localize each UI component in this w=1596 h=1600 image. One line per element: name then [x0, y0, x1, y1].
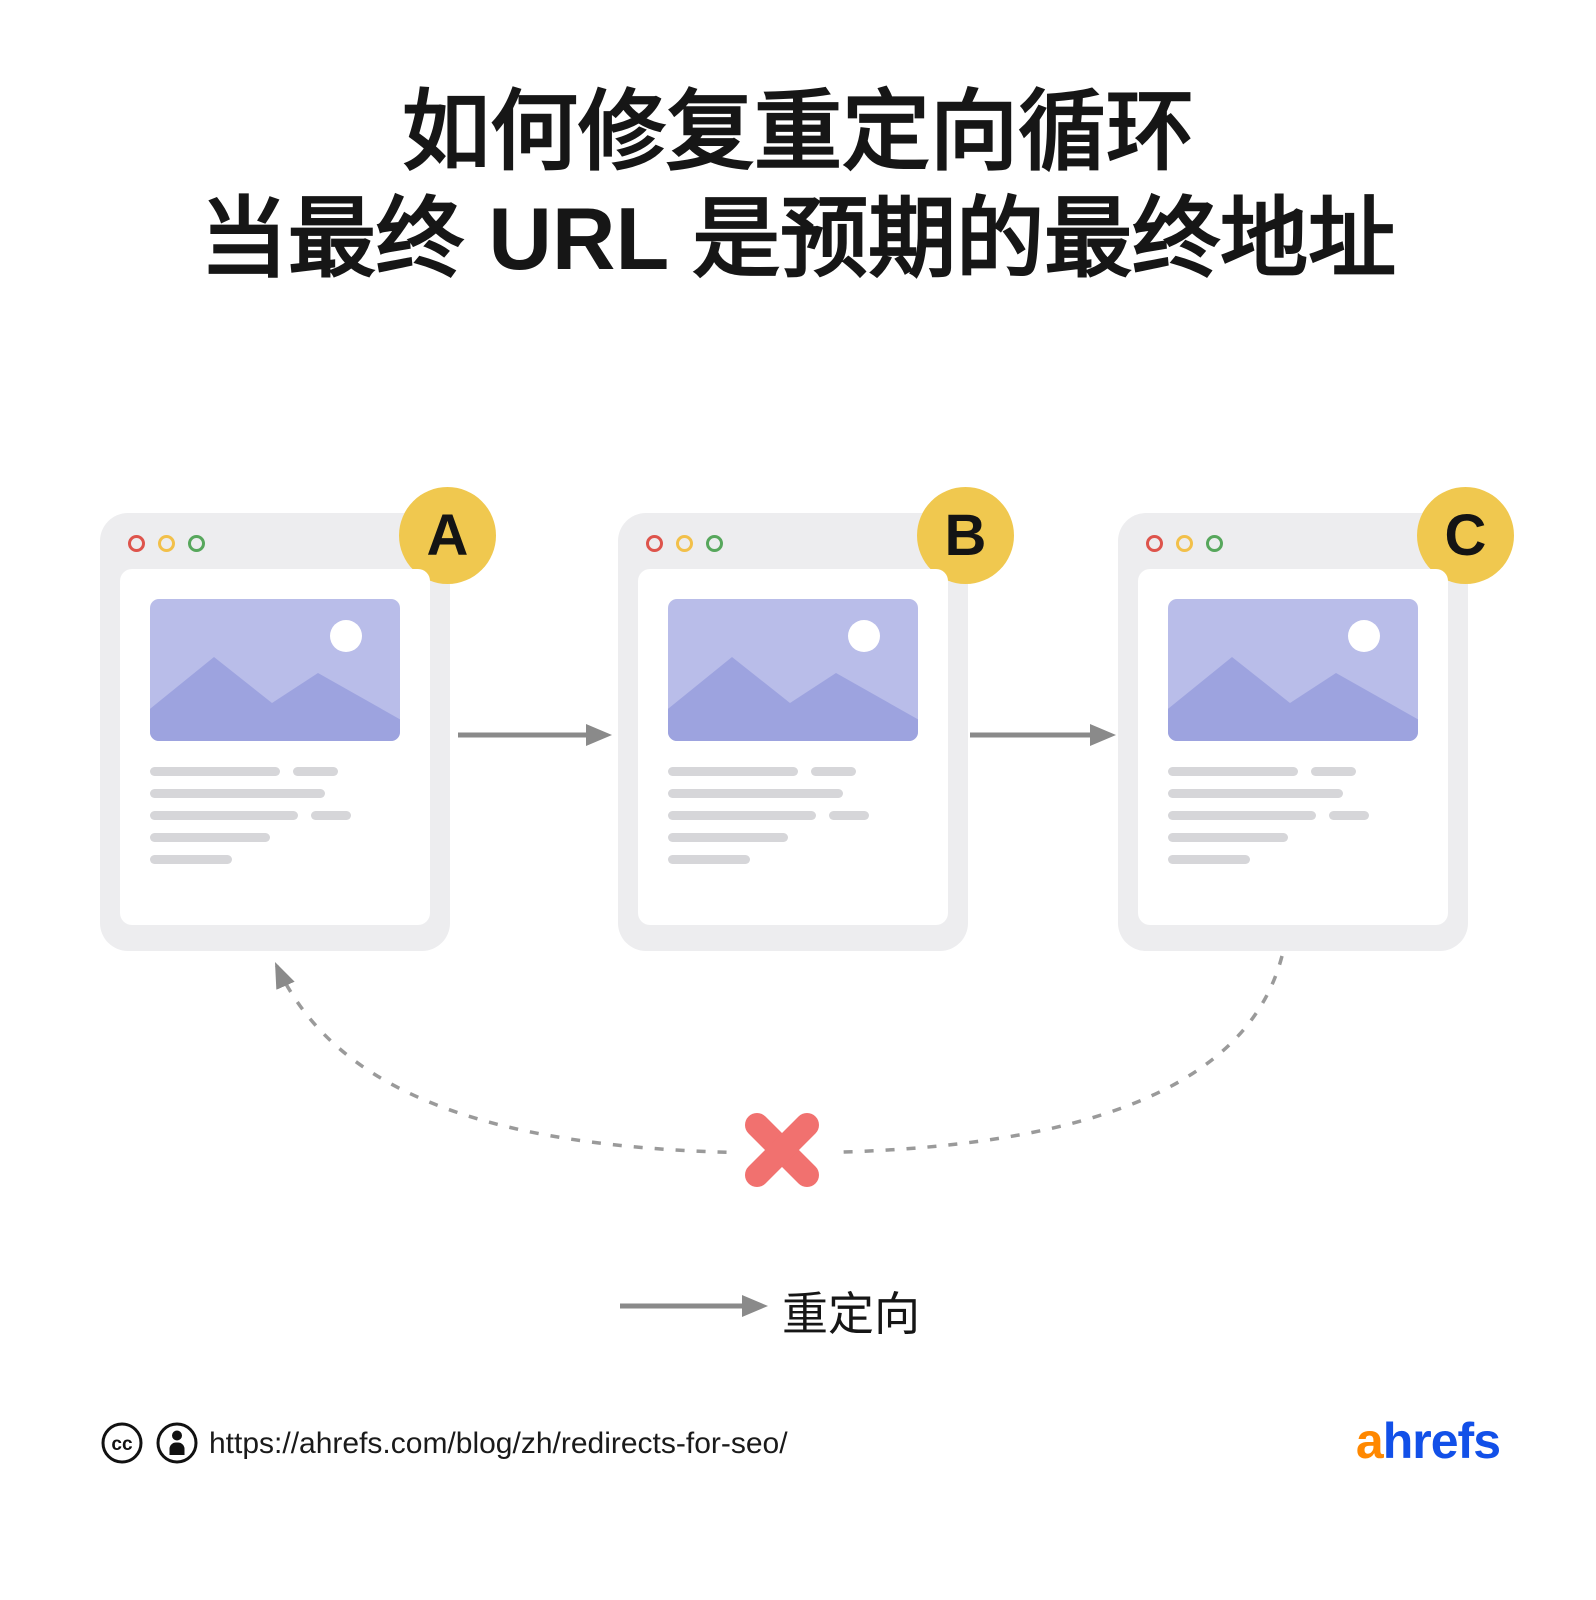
ahrefs-logo: ahrefs: [1355, 1412, 1501, 1470]
text-line-row: [150, 767, 400, 776]
browser-window-a: A: [100, 487, 496, 951]
maximize-dot-icon: [1206, 535, 1223, 552]
redirect-arrow-a-to-b: [458, 724, 612, 746]
image-placeholder-icon: [150, 599, 400, 741]
placeholder-text-lines: [150, 767, 400, 864]
image-placeholder-icon: [668, 599, 918, 741]
error-x-icon: [745, 1113, 819, 1187]
image-placeholder-icon: [1168, 599, 1418, 741]
minimize-dot-icon: [158, 535, 175, 552]
window-controls: [128, 535, 205, 552]
license-icons: cc: [100, 1421, 199, 1465]
text-line-row: [150, 811, 400, 820]
redirect-loop-arrow: [273, 955, 1284, 1205]
page-badge-a: A: [399, 487, 496, 584]
close-dot-icon: [646, 535, 663, 552]
ahrefs-logo-a: a: [1355, 1413, 1384, 1469]
text-line-row: [668, 855, 918, 864]
creative-commons-icon: cc: [101, 1422, 143, 1464]
page-title: 如何修复重定向循环 当最终 URL 是预期的最终地址: [0, 78, 1596, 293]
legend-arrow-icon: [620, 1295, 768, 1317]
page-badge-b: B: [917, 487, 1014, 584]
maximize-dot-icon: [188, 535, 205, 552]
text-line-row: [150, 833, 400, 842]
placeholder-text-lines: [668, 767, 918, 864]
window-controls: [1146, 535, 1223, 552]
maximize-dot-icon: [706, 535, 723, 552]
close-dot-icon: [128, 535, 145, 552]
page-badge-a-label: A: [426, 503, 469, 568]
text-line-row: [668, 767, 918, 776]
page-content: [120, 569, 430, 925]
text-line-row: [1168, 855, 1418, 864]
source-url: https://ahrefs.com/blog/zh/redirects-for…: [209, 1427, 788, 1460]
page-content: [638, 569, 948, 925]
page-badge-c-label: C: [1444, 503, 1487, 568]
browser-window-b: B: [618, 487, 1014, 951]
text-line-row: [1168, 833, 1418, 842]
browser-window-c: C: [1118, 487, 1514, 951]
text-line-row: [150, 789, 400, 798]
page-badge-c: C: [1417, 487, 1514, 584]
title-line-2: 当最终 URL 是预期的最终地址: [199, 189, 1397, 289]
text-line-row: [668, 811, 918, 820]
legend-label: 重定向: [782, 1288, 920, 1340]
cc-icon-text: cc: [111, 1434, 133, 1455]
window-controls: [646, 535, 723, 552]
close-dot-icon: [1146, 535, 1163, 552]
minimize-dot-icon: [1176, 535, 1193, 552]
text-line-row: [1168, 767, 1418, 776]
minimize-dot-icon: [676, 535, 693, 552]
text-line-row: [1168, 789, 1418, 798]
attribution-person-icon: [156, 1422, 198, 1464]
page-content: [1138, 569, 1448, 925]
text-line-row: [668, 789, 918, 798]
text-line-row: [1168, 811, 1418, 820]
title-line-1: 如何修复重定向循环: [401, 82, 1194, 181]
page-badge-b-label: B: [944, 503, 987, 568]
text-line-row: [668, 833, 918, 842]
ahrefs-logo-rest: hrefs: [1382, 1413, 1501, 1469]
placeholder-text-lines: [1168, 767, 1418, 864]
redirect-arrow-b-to-c: [970, 724, 1116, 746]
text-line-row: [150, 855, 400, 864]
